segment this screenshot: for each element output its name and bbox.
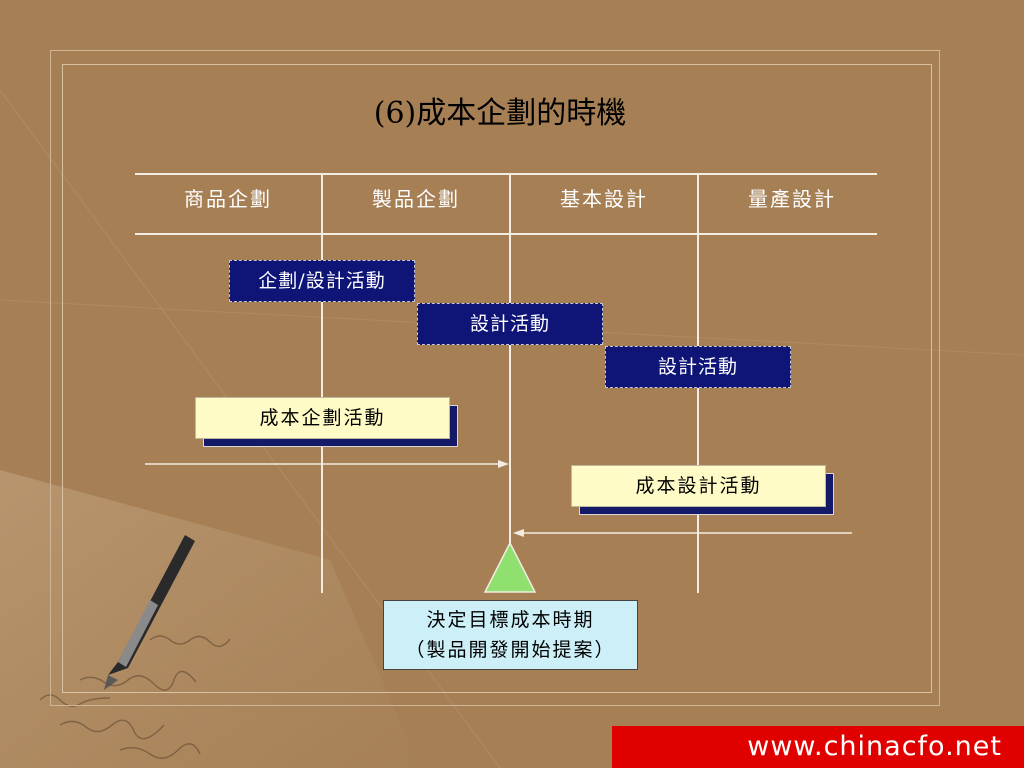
decision-line-2: （製品開發開始提案） <box>405 639 616 661</box>
cost-design-activity-label: 成本設計活動 <box>571 465 826 507</box>
table-top-line <box>135 173 877 175</box>
table-header-line <box>135 233 877 235</box>
phase-header-basic-design: 基本設計 <box>560 187 648 211</box>
phase-header-product-planning: 商品企劃 <box>184 187 272 211</box>
milestone-triangle-icon <box>483 541 537 593</box>
cost-design-activity-box: 成本設計活動 <box>571 465 834 515</box>
pen-icon <box>104 535 195 690</box>
left-arrow <box>513 529 852 537</box>
slide-title: (6)成本企劃的時機 <box>373 96 627 131</box>
planning-design-activity-box: 企劃/設計活動 <box>229 260 415 302</box>
column-divider <box>509 173 511 545</box>
watermark-bar: www.chinacfo.net <box>612 726 1024 768</box>
phase-header-mass-production-design: 量產設計 <box>748 187 836 211</box>
cost-planning-activity-label: 成本企劃活動 <box>195 397 450 439</box>
cost-planning-activity-box: 成本企劃活動 <box>195 397 458 447</box>
column-divider <box>321 173 323 593</box>
inner-frame <box>62 64 932 693</box>
target-cost-decision-box: 決定目標成本時期 （製品開發開始提案） <box>383 600 638 670</box>
outer-frame <box>50 50 940 706</box>
phase-header-manufacturing-planning: 製品企劃 <box>372 187 460 211</box>
decision-line-1: 決定目標成本時期 <box>426 609 595 631</box>
right-arrow <box>145 460 509 468</box>
design-activity-box-basic: 設計活動 <box>417 303 603 345</box>
watermark-text: www.chinacfo.net <box>747 731 1002 762</box>
design-activity-box-mass: 設計活動 <box>605 346 791 388</box>
